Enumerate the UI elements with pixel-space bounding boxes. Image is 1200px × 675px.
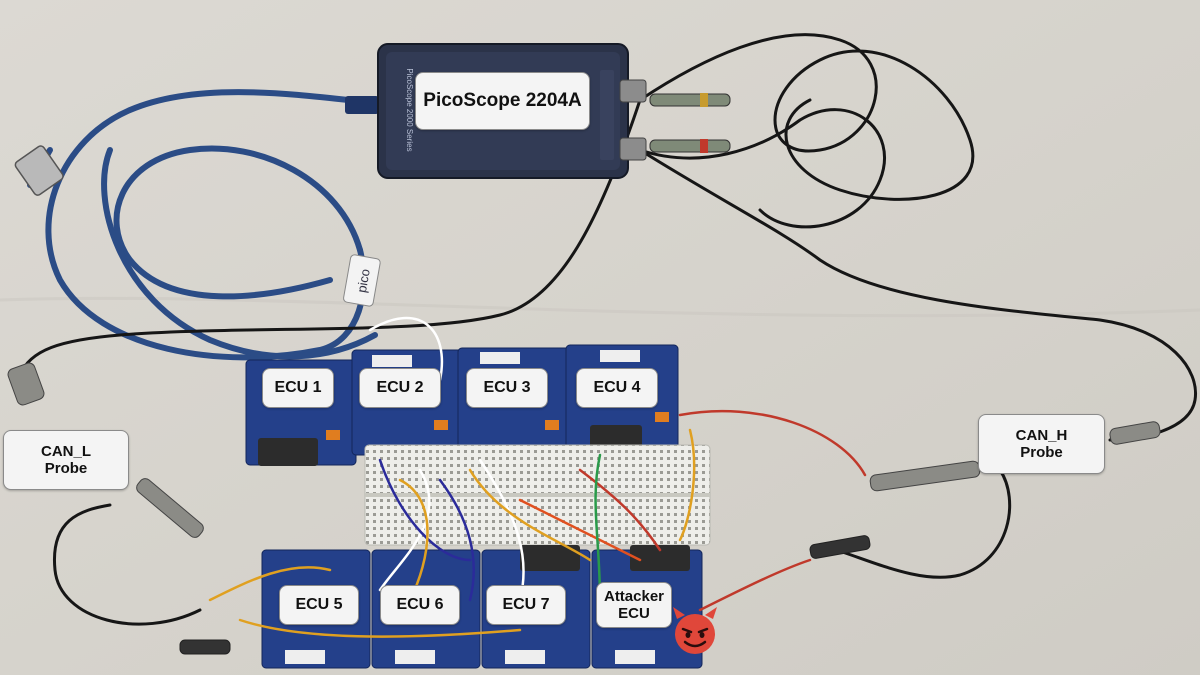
ecu-2-label: ECU 2 xyxy=(359,368,441,408)
usb-plug xyxy=(14,145,64,196)
can-l-line1: CAN_L xyxy=(40,442,91,460)
attacker-ecu-line1: Attacker xyxy=(603,587,665,605)
can-l-probe-label: CAN_L Probe xyxy=(3,430,129,490)
picoscope-label: PicoScope 2204A xyxy=(415,72,590,130)
can-h-probe-tip xyxy=(809,421,1161,559)
ecu-4-label: ECU 4 xyxy=(576,368,658,408)
can-h-line2: Probe xyxy=(1020,444,1063,461)
can-l-probe-tip xyxy=(7,362,231,655)
ecu-6-label: ECU 6 xyxy=(380,585,460,625)
devil-emoji-icon xyxy=(673,607,717,654)
ecu-3-label: ECU 3 xyxy=(466,368,548,408)
attacker-ecu-line2: ECU xyxy=(618,605,650,622)
attacker-ecu-label: Attacker ECU xyxy=(596,582,672,628)
can-h-probe-label: CAN_H Probe xyxy=(978,414,1105,474)
usb-plug-connector xyxy=(345,96,379,114)
can-h-line1: CAN_H xyxy=(1015,426,1068,444)
pico-tag-text: pico xyxy=(354,268,373,294)
can-l-line2: Probe xyxy=(44,460,88,477)
probe-cables xyxy=(18,33,1198,626)
ecu-5-label: ECU 5 xyxy=(279,585,359,625)
ecu-7-label: ECU 7 xyxy=(486,585,566,625)
pico-tag: pico xyxy=(343,254,381,307)
scope-probe-connectors xyxy=(649,93,731,153)
ecu-1-label: ECU 1 xyxy=(262,368,334,408)
scope-series-text: PicoScope 2000 Series xyxy=(405,68,414,151)
usb-cable xyxy=(27,89,378,361)
